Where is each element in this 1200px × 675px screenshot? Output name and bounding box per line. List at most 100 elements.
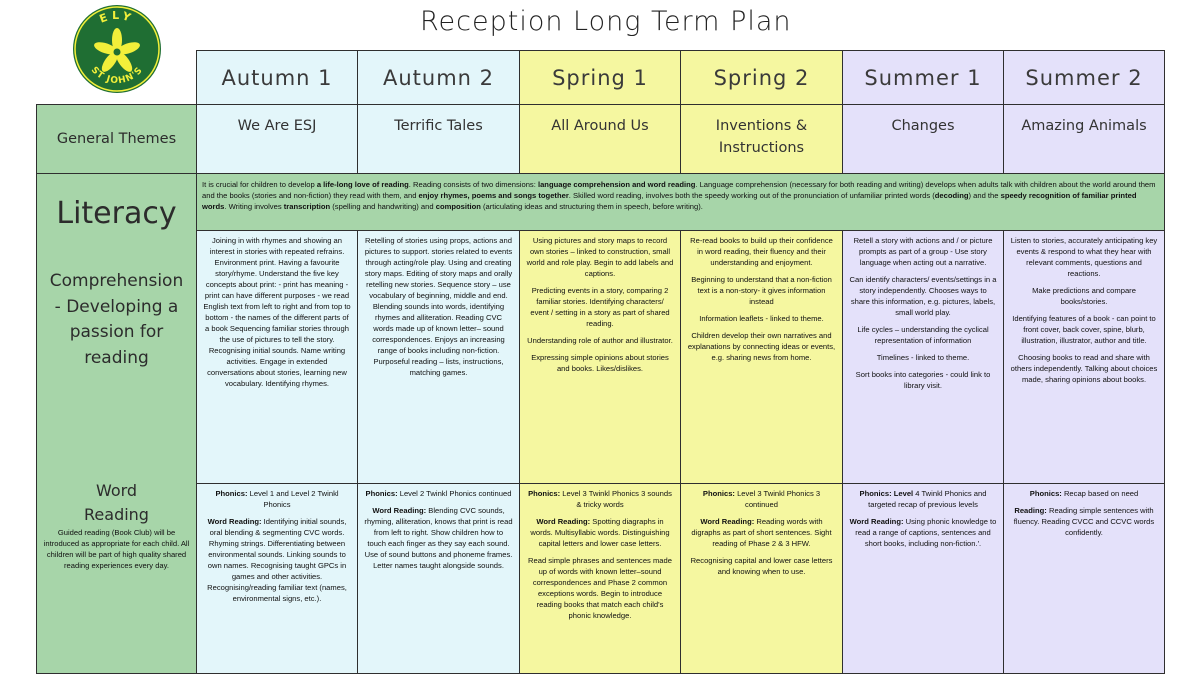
word-reading-cell: Phonics: Level 4 Twinkl Phonics and targ… xyxy=(842,483,1004,674)
paragraph: Word Reading: Reading words with digraph… xyxy=(687,516,836,549)
bold-text: transcription xyxy=(283,202,331,211)
term-header: Summer 2 xyxy=(1003,50,1165,105)
paragraph: Children develop their own narratives an… xyxy=(687,331,836,362)
comprehension-cell: Re-read books to build up their confiden… xyxy=(680,230,843,484)
text-run: (articulating ideas and structuring them… xyxy=(480,202,703,211)
long-term-plan-table: Autumn 1 Autumn 2 Spring 1 Spring 2 Summ… xyxy=(36,50,1165,674)
paragraph: Beginning to understand that a non-ficti… xyxy=(691,275,832,306)
paragraph: Understanding role of author and illustr… xyxy=(527,336,673,345)
text-run: Level 2 Twinkl Phonics continued xyxy=(397,489,512,498)
paragraph: Expressing simple opinions about stories… xyxy=(531,353,669,373)
general-themes-label: General Themes xyxy=(36,104,197,174)
word-reading-cell: Phonics: Level 3 Twinkl Phonics 3 contin… xyxy=(680,483,843,674)
bold-text: Level xyxy=(893,489,914,498)
paragraph: Phonics: Level 4 Twinkl Phonics and targ… xyxy=(849,488,997,510)
bold-text: decoding xyxy=(934,191,969,200)
paragraph: Read simple phrases and sentences made u… xyxy=(526,555,674,621)
term-header: Spring 1 xyxy=(519,50,681,105)
comprehension-cell: Retell a story with actions and / or pic… xyxy=(842,230,1004,484)
literacy-intro: It is crucial for children to develop a … xyxy=(196,173,1165,231)
literacy-label: Literacy xyxy=(56,196,177,231)
paragraph: Phonics: Level 3 Twinkl Phonics 3 sounds… xyxy=(526,488,674,510)
bold-text: Word Reading: xyxy=(372,506,427,515)
text-run: Read simple phrases and sentences made u… xyxy=(528,556,672,620)
word-reading-cell: Phonics: Level 2 Twinkl Phonics continue… xyxy=(357,483,520,674)
text-run: . Writing involves xyxy=(224,202,284,211)
paragraph: Retell a story with actions and / or pic… xyxy=(853,236,993,267)
paragraph: Make predictions and compare books/stori… xyxy=(1032,286,1136,306)
theme-cell: Inventions & Instructions xyxy=(680,104,843,174)
bold-text: Phonics: xyxy=(365,489,398,498)
term-header: Autumn 2 xyxy=(357,50,520,105)
paragraph: Life cycles – understanding the cyclical… xyxy=(857,325,989,345)
text-run: Level 3 Twinkl Phonics 3 continued xyxy=(734,489,821,509)
word-reading-cell: Phonics: Level 1 and Level 2 Twinkl Phon… xyxy=(196,483,358,674)
paragraph: Word Reading: Using phonic knowledge to … xyxy=(849,516,997,549)
text-run: . Language comprehension (necessary for … xyxy=(202,180,1156,200)
text-run: Using phonic knowledge to read a range o… xyxy=(855,517,997,548)
bold-text: Reading: xyxy=(1014,506,1047,515)
text-run: 4 Twinkl Phonics and targeted recap of p… xyxy=(868,489,987,509)
bold-text: Phonics: xyxy=(702,489,735,498)
text-run: Reading simple sentences with fluency. R… xyxy=(1013,506,1155,537)
paragraph: Using pictures and story maps to record … xyxy=(526,236,674,278)
comprehension-label: Comprehension - Developing a passion for… xyxy=(49,271,184,368)
bold-text: a life-long love of reading xyxy=(316,180,409,189)
general-themes-row: General Themes We Are ESJ Terrific Tales… xyxy=(36,104,1165,174)
theme-cell: Changes xyxy=(842,104,1004,174)
guided-reading-note: Guided reading (Book Club) will be intro… xyxy=(43,528,190,570)
comprehension-cell: Joining in with rhymes and showing an in… xyxy=(196,230,358,484)
bold-text: Word Reading: xyxy=(849,517,904,526)
text-run: It is crucial for children to develop xyxy=(202,180,317,189)
paragraph: Word Reading: Identifying initial sounds… xyxy=(203,516,351,604)
theme-cell: Terrific Tales xyxy=(357,104,520,174)
bold-text: language comprehension and word reading xyxy=(537,180,696,189)
literacy-intro-row: Literacy Comprehension - Developing a pa… xyxy=(36,173,1165,674)
text-run: Recognising capital and lower case lette… xyxy=(690,556,833,576)
paragraph: Predicting events in a story, comparing … xyxy=(530,286,670,328)
bold-text: Phonics: xyxy=(1029,489,1062,498)
text-run: Blending CVC sounds, rhyming, alliterati… xyxy=(364,506,513,570)
bold-text: Word Reading: xyxy=(700,517,755,526)
comprehension-row: Joining in with rhymes and showing an in… xyxy=(37,230,1165,484)
svg-text:ELY: ELY xyxy=(98,9,137,26)
text-run: . Reading consists of two dimensions: xyxy=(408,180,538,189)
paragraph: Phonics: Level 3 Twinkl Phonics 3 contin… xyxy=(687,488,836,510)
text-run: Reading words with digraphs as part of s… xyxy=(691,517,832,548)
word-reading-cell: Phonics: Level 3 Twinkl Phonics 3 sounds… xyxy=(519,483,681,674)
comprehension-cell: Listen to stories, accurately anticipati… xyxy=(1003,230,1165,484)
comprehension-cell: Retelling of stories using props, action… xyxy=(357,230,520,484)
page-title: Reception Long Term Plan xyxy=(420,6,792,37)
paragraph: Recognising capital and lower case lette… xyxy=(687,555,836,577)
text-run: . Skilled word reading, involves both th… xyxy=(568,191,935,200)
paragraph: Re-read books to build up their confiden… xyxy=(690,236,833,267)
comprehension-cell: Using pictures and story maps to record … xyxy=(519,230,681,484)
school-logo: ELY ST JOHN'S xyxy=(73,5,161,93)
bold-text: Phonics: xyxy=(859,489,892,498)
word-reading-label: Word Reading xyxy=(84,481,149,524)
paragraph: Can identify characters/ events/settings… xyxy=(849,275,997,317)
paragraph: Phonics: Level 2 Twinkl Phonics continue… xyxy=(364,488,513,499)
text-run: Spotting diagraphs in words. Multisyllab… xyxy=(530,517,670,548)
paragraph: Timelines - linked to theme. xyxy=(876,353,970,362)
text-run: Level 1 and Level 2 Twinkl Phonics xyxy=(247,489,339,509)
paragraph: Phonics: Level 1 and Level 2 Twinkl Phon… xyxy=(203,488,351,510)
text-run: Level 3 Twinkl Phonics 3 sounds & tricky… xyxy=(560,489,672,509)
paragraph: Listen to stories, accurately anticipati… xyxy=(1010,236,1158,278)
text-run: Recap based on need xyxy=(1061,489,1139,498)
term-header: Autumn 1 xyxy=(196,50,358,105)
paragraph: Information leaflets - linked to theme. xyxy=(699,314,824,323)
paragraph: Joining in with rhymes and showing an in… xyxy=(203,236,351,388)
bold-text: enjoy rhymes, poems and songs together xyxy=(418,191,569,200)
text-run: (spelling and handwriting) and xyxy=(330,202,436,211)
bold-text: speedy recognition of familiar printed w… xyxy=(202,191,1137,211)
text-run: ) and the xyxy=(968,191,1001,200)
paragraph: Reading: Reading simple sentences with f… xyxy=(1010,505,1158,538)
paragraph: Word Reading: Spotting diagraphs in word… xyxy=(526,516,674,549)
word-reading-row: Phonics: Level 1 and Level 2 Twinkl Phon… xyxy=(37,483,1165,674)
theme-cell: We Are ESJ xyxy=(196,104,358,174)
paragraph: Word Reading: Blending CVC sounds, rhymi… xyxy=(364,505,513,571)
term-header: Summer 1 xyxy=(842,50,1004,105)
theme-cell: All Around Us xyxy=(519,104,681,174)
